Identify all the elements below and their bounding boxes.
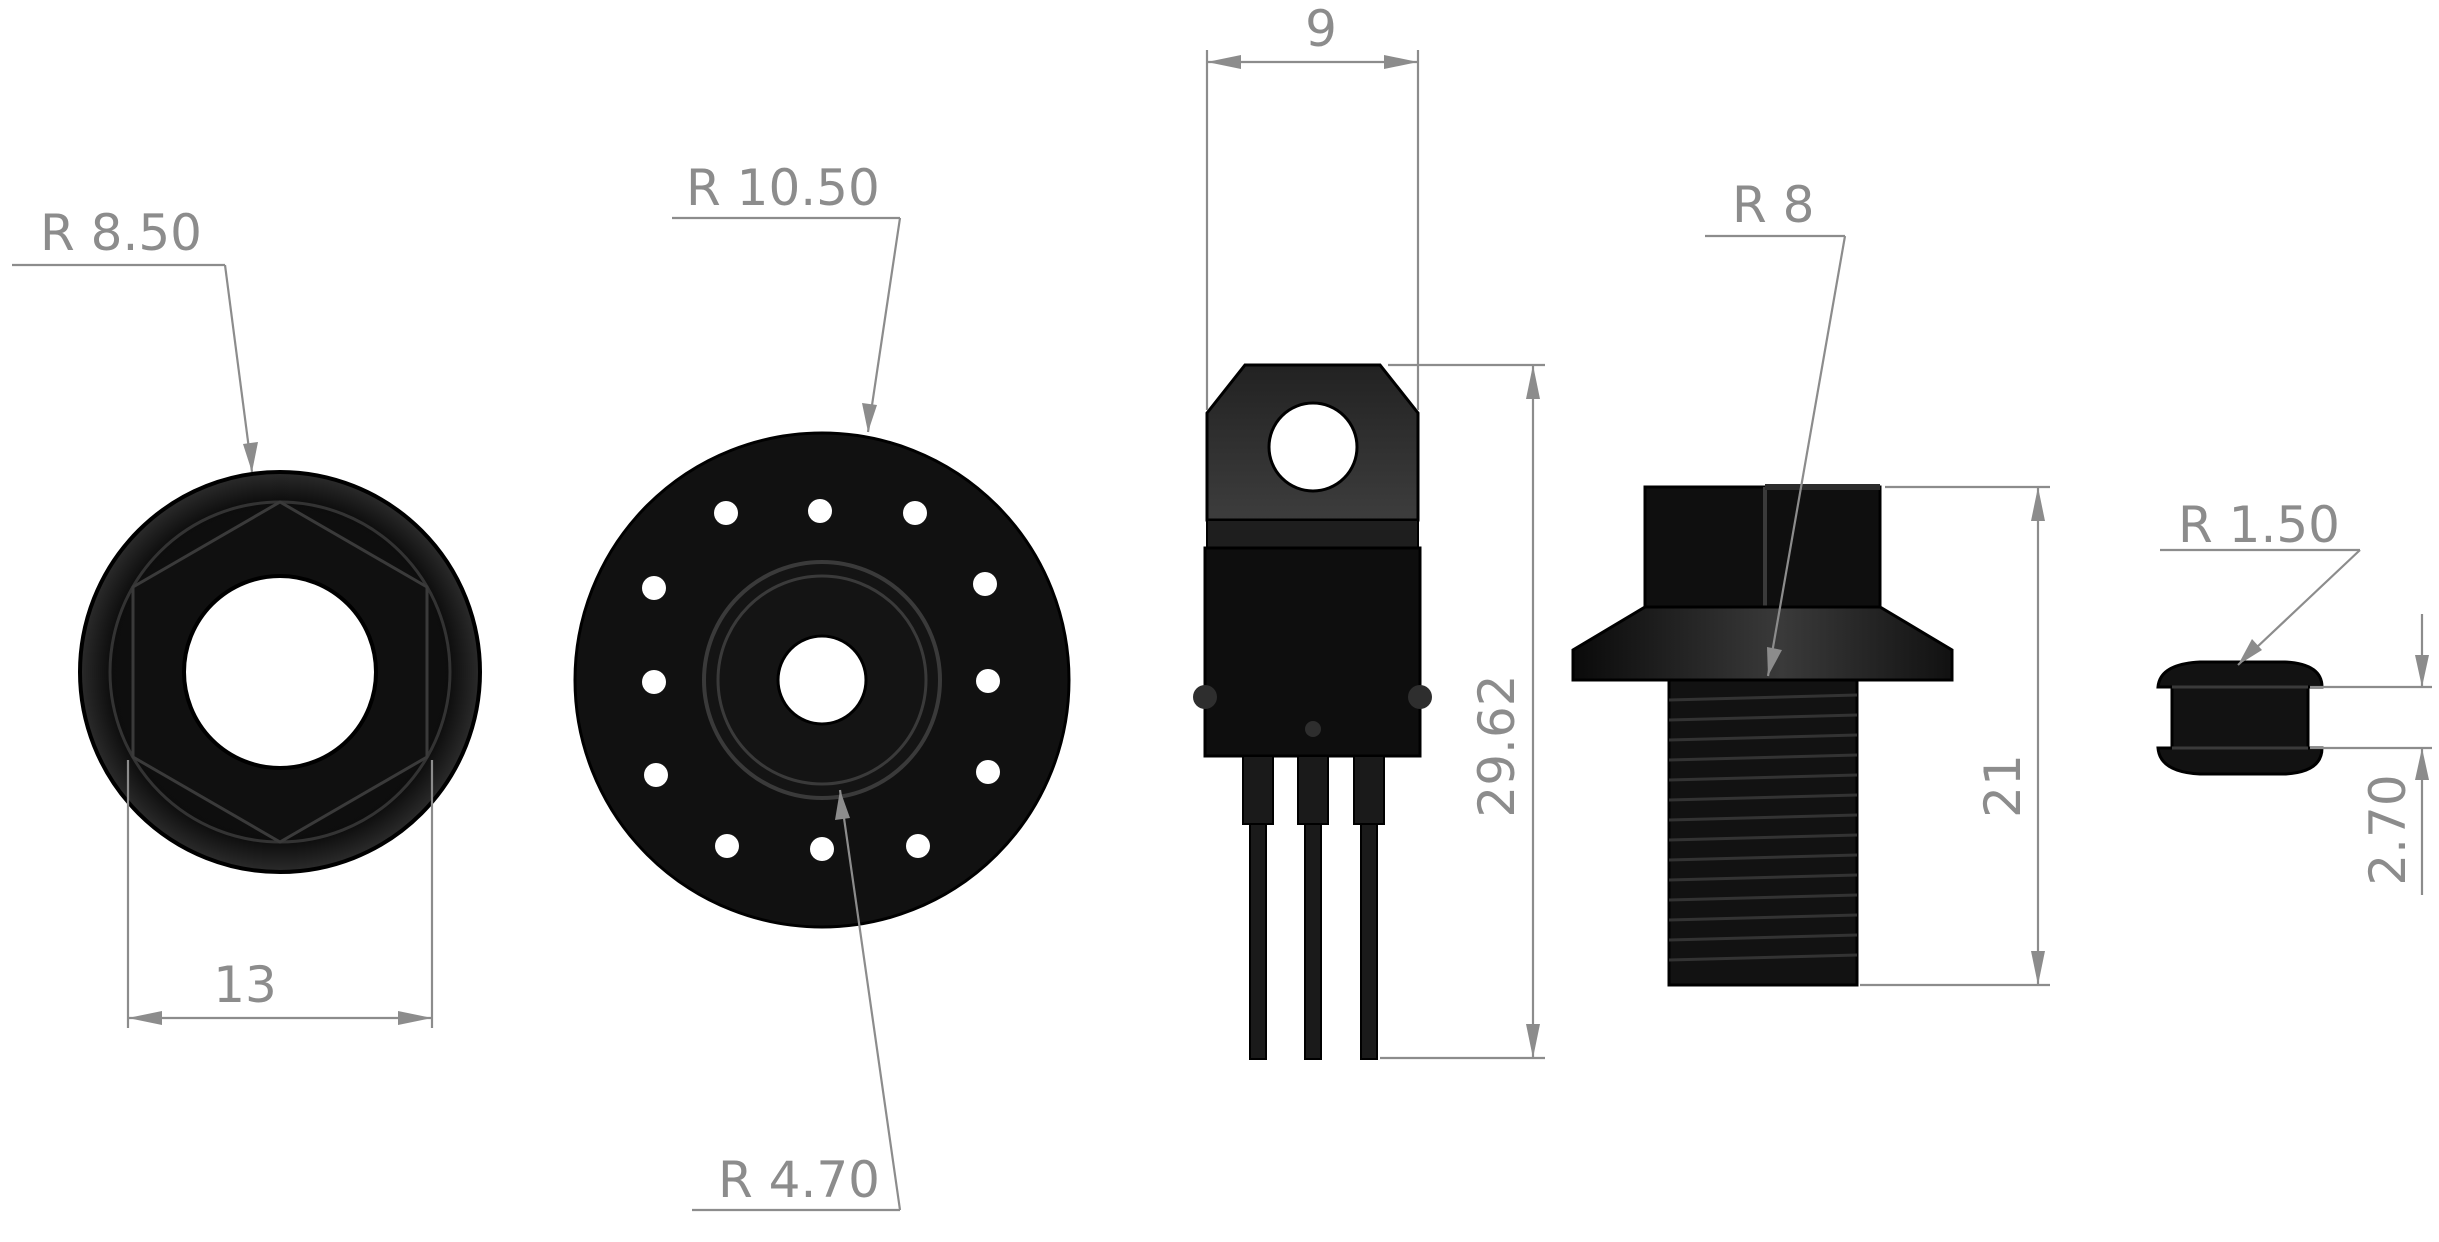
screw-threads: [1668, 693, 1858, 962]
regulator-width-dimension: 9: [1205, 0, 1420, 410]
screw-radius-label: R 8: [1732, 176, 1814, 234]
grommet-radius-label: R 1.50: [2178, 496, 2340, 554]
grommet-part: [2156, 660, 2324, 776]
disk-holes: [642, 499, 1000, 861]
disk-inner-radius-dimension: R 4.70: [692, 789, 902, 1212]
flanged-screw-part: [1571, 484, 1954, 987]
hex-nut-part: [78, 470, 482, 874]
nut-width-dimension: 13: [126, 760, 434, 1028]
disk-outer-radius-dimension: R 10.50: [672, 159, 902, 433]
screw-height-label: 21: [1974, 754, 2032, 818]
nut-radius-label: R 8.50: [40, 204, 202, 262]
regulator-width-label: 9: [1305, 0, 1337, 58]
perforated-disk-part: [573, 431, 1071, 929]
disk-outer-radius-label: R 10.50: [686, 159, 880, 217]
voltage-regulator-part: [1193, 363, 1432, 1060]
nut-width-label: 13: [213, 956, 277, 1014]
screw-radius-dimension: R 8: [1705, 176, 1847, 677]
screw-height-dimension: 21: [1860, 485, 2050, 987]
regulator-leads: [1242, 755, 1385, 1060]
regulator-height-label: 29.62: [1468, 674, 1526, 817]
disk-inner-radius-label: R 4.70: [718, 1151, 880, 1209]
grommet-height-dimension: 2.70: [2310, 614, 2432, 895]
grommet-height-label: 2.70: [2359, 774, 2417, 885]
grommet-radius-dimension: R 1.50: [2160, 496, 2361, 666]
nut-radius-dimension: R 8.50: [12, 204, 258, 473]
regulator-height-dimension: 29.62: [1380, 363, 1545, 1060]
